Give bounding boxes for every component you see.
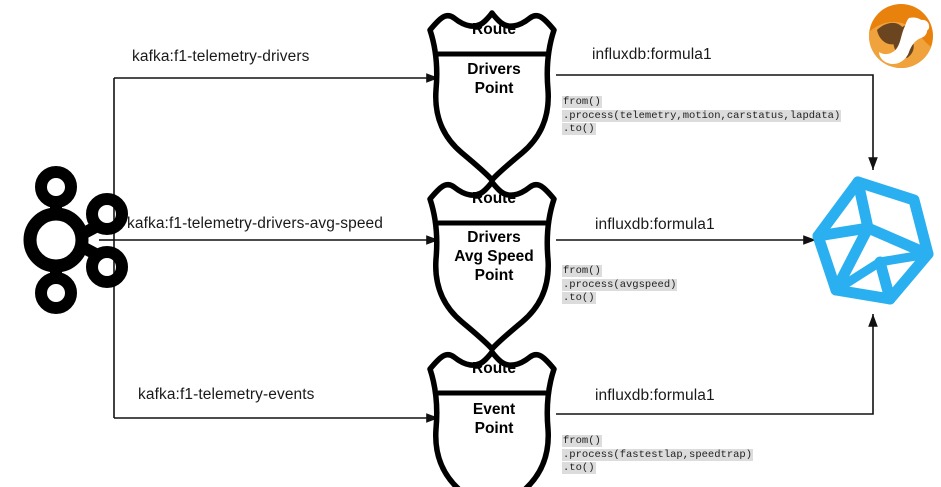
route-2-code-line-1: from() <box>562 265 602 277</box>
route-3-title: Event Point <box>424 400 564 438</box>
route-shield-3[interactable] <box>427 349 557 487</box>
route-1-header: Route <box>472 21 516 38</box>
route-3-title-line-1: Event <box>472 401 516 418</box>
route-3-title-line-2: Point <box>474 420 514 437</box>
edge-out-route-3 <box>556 314 878 415</box>
route-1-code: from() .process(telemetry,motion,carstat… <box>562 96 842 137</box>
route-3-code-line-3: .to() <box>562 462 596 474</box>
route-shield-2[interactable] <box>427 179 557 352</box>
edge-label-out-3: influxdb:formula1 <box>595 387 715 404</box>
edge-label-out-2: influxdb:formula1 <box>595 216 715 233</box>
route-3-code-line-2: .process(fastestlap,speedtrap) <box>562 448 754 461</box>
route-3-code-line-1: from() <box>562 435 602 447</box>
route-2-code-line-2: .process(avgspeed) <box>562 278 678 291</box>
route-2-title: Drivers Avg Speed Point <box>424 228 564 285</box>
route-1-code-line-2: .process(telemetry,motion,carstatus,lapd… <box>562 109 842 122</box>
route-2-header: Route <box>472 190 516 207</box>
route-shield-1[interactable] <box>427 10 557 183</box>
route-3-code: from() .process(fastestlap,speedtrap) .t… <box>562 435 754 476</box>
route-1-code-line-3: .to() <box>562 123 596 135</box>
route-2-title-line-2: Avg Speed <box>454 248 534 265</box>
edge-out-route-1 <box>556 74 878 170</box>
edge-label-in-1: kafka:f1-telemetry-drivers <box>132 48 310 65</box>
route-3-header: Route <box>472 360 516 377</box>
route-2-title-line-1: Drivers <box>467 229 521 246</box>
route-2-code: from() .process(avgspeed) .to() <box>562 265 678 306</box>
route-1-code-line-1: from() <box>562 96 602 108</box>
route-2-title-line-3: Point <box>474 267 514 284</box>
route-2-code-line-3: .to() <box>562 292 596 304</box>
route-1-title: Drivers Point <box>424 60 564 98</box>
route-1-title-line-1: Drivers <box>467 61 521 78</box>
edge-label-in-3: kafka:f1-telemetry-events <box>138 386 315 403</box>
edge-label-out-1: influxdb:formula1 <box>592 46 712 63</box>
route-1-title-line-2: Point <box>474 80 514 97</box>
edge-label-in-2: kafka:f1-telemetry-drivers-avg-speed <box>127 215 383 232</box>
